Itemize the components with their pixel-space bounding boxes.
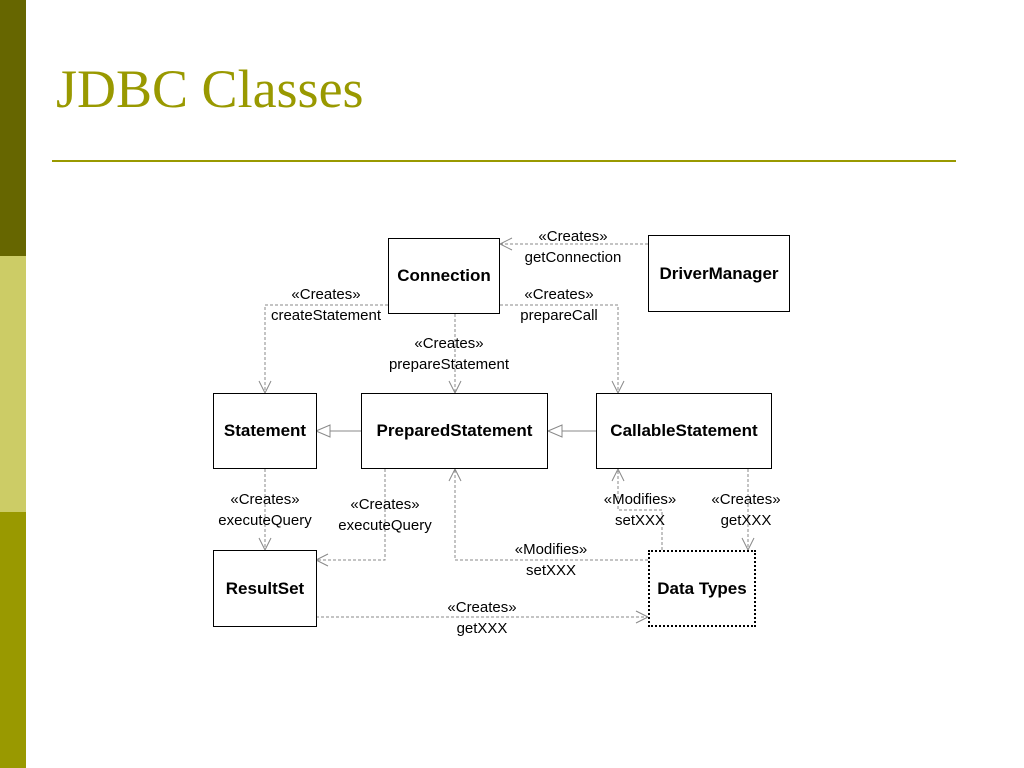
class-datatypes: Data Types xyxy=(648,550,756,627)
label-getxxx-resultset-stereotype: «Creates» xyxy=(447,599,517,616)
label-preparecall: «Creates» prepareCall xyxy=(520,284,598,326)
connector-modifies-callable xyxy=(617,469,663,550)
class-resultset-label: ResultSet xyxy=(225,578,305,598)
side-band-bottom xyxy=(0,512,26,768)
label-createstatement-stereotype: «Creates» xyxy=(291,286,361,303)
arrowhead-modifies-callable xyxy=(611,467,625,482)
label-modifies-callable-method: setXXX xyxy=(614,512,666,529)
label-createstatement-method: createStatement xyxy=(270,307,382,324)
label-executequery-statement: «Creates» executeQuery xyxy=(218,489,311,531)
label-preparecall-method: prepareCall xyxy=(520,307,598,324)
label-preparestatement-method: prepareStatement xyxy=(388,356,510,373)
class-drivermanager-label: DriverManager xyxy=(659,263,779,283)
class-datatypes-label: Data Types xyxy=(657,578,747,598)
label-preparestatement: «Creates» prepareStatement xyxy=(389,333,509,375)
class-statement-label: Statement xyxy=(223,421,307,440)
class-callablestatement: CallableStatement xyxy=(596,393,772,469)
class-resultset: ResultSet xyxy=(213,550,317,627)
label-preparecall-stereotype: «Creates» xyxy=(524,286,594,303)
label-executequery-prepared-stereotype: «Creates» xyxy=(350,496,420,513)
connector-executequery-prepared xyxy=(316,469,386,561)
triangle-prepared xyxy=(546,424,563,438)
class-connection-label: Connection xyxy=(397,266,491,285)
label-getxxx-callable-stereotype: «Creates» xyxy=(711,491,781,508)
arrowhead-executequery-prepared xyxy=(314,553,329,567)
label-getxxx-resultset-method: getXXX xyxy=(456,620,508,637)
class-statement: Statement xyxy=(213,393,317,469)
label-getconnection: «Creates» getConnection xyxy=(525,226,622,268)
side-band-top xyxy=(0,0,26,256)
class-preparedstatement-label: PreparedStatement xyxy=(376,421,533,440)
connector-modifies-prepared xyxy=(454,469,648,561)
label-getxxx-resultset: «Creates» getXXX xyxy=(447,597,516,639)
label-executequery-statement-method: executeQuery xyxy=(218,512,312,529)
label-executequery-prepared-method: executeQuery xyxy=(338,517,432,534)
class-connection: Connection xyxy=(388,238,500,314)
label-getxxx-callable: «Creates» getXXX xyxy=(711,489,780,531)
label-executequery-prepared: «Creates» executeQuery xyxy=(338,494,431,536)
label-preparestatement-stereotype: «Creates» xyxy=(414,335,484,352)
label-getconnection-method: getConnection xyxy=(524,249,622,266)
arrowhead-modifies-prepared xyxy=(448,467,462,482)
label-executequery-statement-stereotype: «Creates» xyxy=(230,491,300,508)
connector-preparecall xyxy=(500,304,619,393)
label-modifies-prepared: «Modifies» setXXX xyxy=(515,539,588,581)
label-modifies-callable: «Modifies» setXXX xyxy=(604,489,677,531)
class-drivermanager: DriverManager xyxy=(648,235,790,312)
triangle-statement xyxy=(314,424,331,438)
label-getxxx-callable-method: getXXX xyxy=(720,512,772,529)
connector-createstatement xyxy=(264,304,388,393)
arrowhead-getconnection xyxy=(498,237,513,251)
label-modifies-prepared-method: setXXX xyxy=(525,562,577,579)
side-band-middle xyxy=(0,256,26,512)
class-callablestatement-label: CallableStatement xyxy=(610,421,758,440)
label-modifies-callable-stereotype: «Modifies» xyxy=(603,491,677,508)
label-getconnection-stereotype: «Creates» xyxy=(538,228,608,245)
class-preparedstatement: PreparedStatement xyxy=(361,393,548,469)
label-createstatement: «Creates» createStatement xyxy=(271,284,381,326)
slide-title: JDBC Classes xyxy=(56,59,364,119)
title-underline xyxy=(52,160,956,162)
label-modifies-prepared-stereotype: «Modifies» xyxy=(514,541,588,558)
